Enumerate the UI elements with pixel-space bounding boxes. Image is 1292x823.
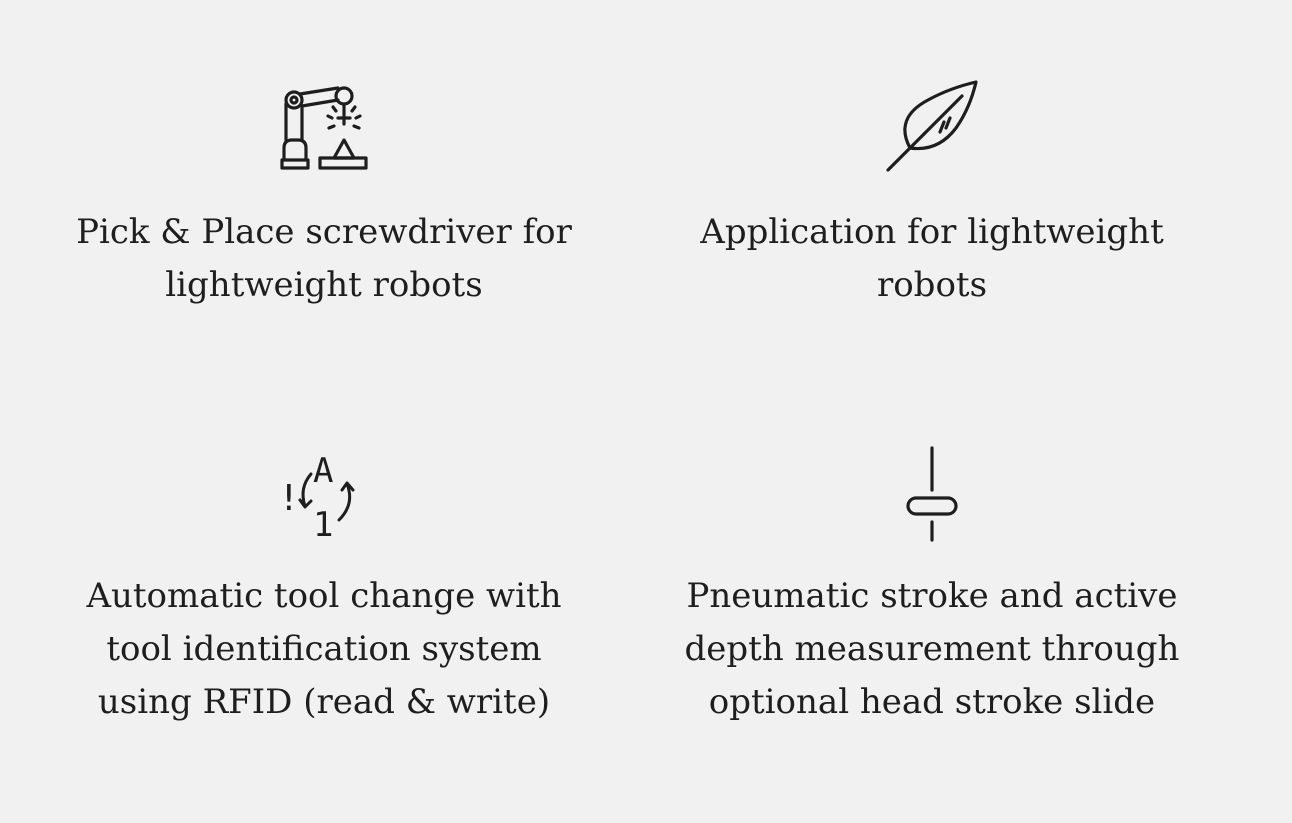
- feature-text: Pick & Place screwdriver for lightweight…: [76, 206, 572, 312]
- tool-change-bang: !: [278, 478, 300, 519]
- feature-line: tool identification system: [106, 629, 542, 669]
- feature-line: optional head stroke slide: [708, 682, 1156, 722]
- feature-pick-and-place: Pick & Place screwdriver for lightweight…: [24, 74, 624, 312]
- feature-stroke-depth: Pneumatic stroke and active depth measur…: [632, 440, 1232, 729]
- feature-tool-change: ! A 1 Automatic tool change with tool id…: [24, 440, 624, 729]
- feature-line: robots: [876, 265, 988, 305]
- robot-arm-icon: [269, 74, 379, 178]
- tool-change-icon: ! A 1: [269, 440, 379, 545]
- feature-text: Automatic tool change with tool identifi…: [86, 570, 561, 729]
- feature-line: Automatic tool change with: [86, 576, 562, 616]
- feather-icon: [877, 74, 987, 178]
- stroke-slide-icon: [877, 440, 987, 544]
- feature-line: Pick & Place screwdriver for: [76, 212, 572, 252]
- feature-line: Pneumatic stroke and active: [686, 576, 1178, 616]
- feature-text: Application for lightweight robots: [700, 206, 1163, 312]
- feature-line: Application for lightweight: [700, 212, 1164, 252]
- feature-lightweight-application: Application for lightweight robots: [632, 74, 1232, 312]
- feature-text: Pneumatic stroke and active depth measur…: [685, 570, 1180, 729]
- feature-line: depth measurement through: [684, 629, 1180, 669]
- feature-line: lightweight robots: [165, 265, 483, 305]
- tool-change-digit: 1: [313, 505, 333, 545]
- feature-line: using RFID (read & write): [97, 682, 551, 722]
- tool-change-letter: A: [313, 451, 333, 491]
